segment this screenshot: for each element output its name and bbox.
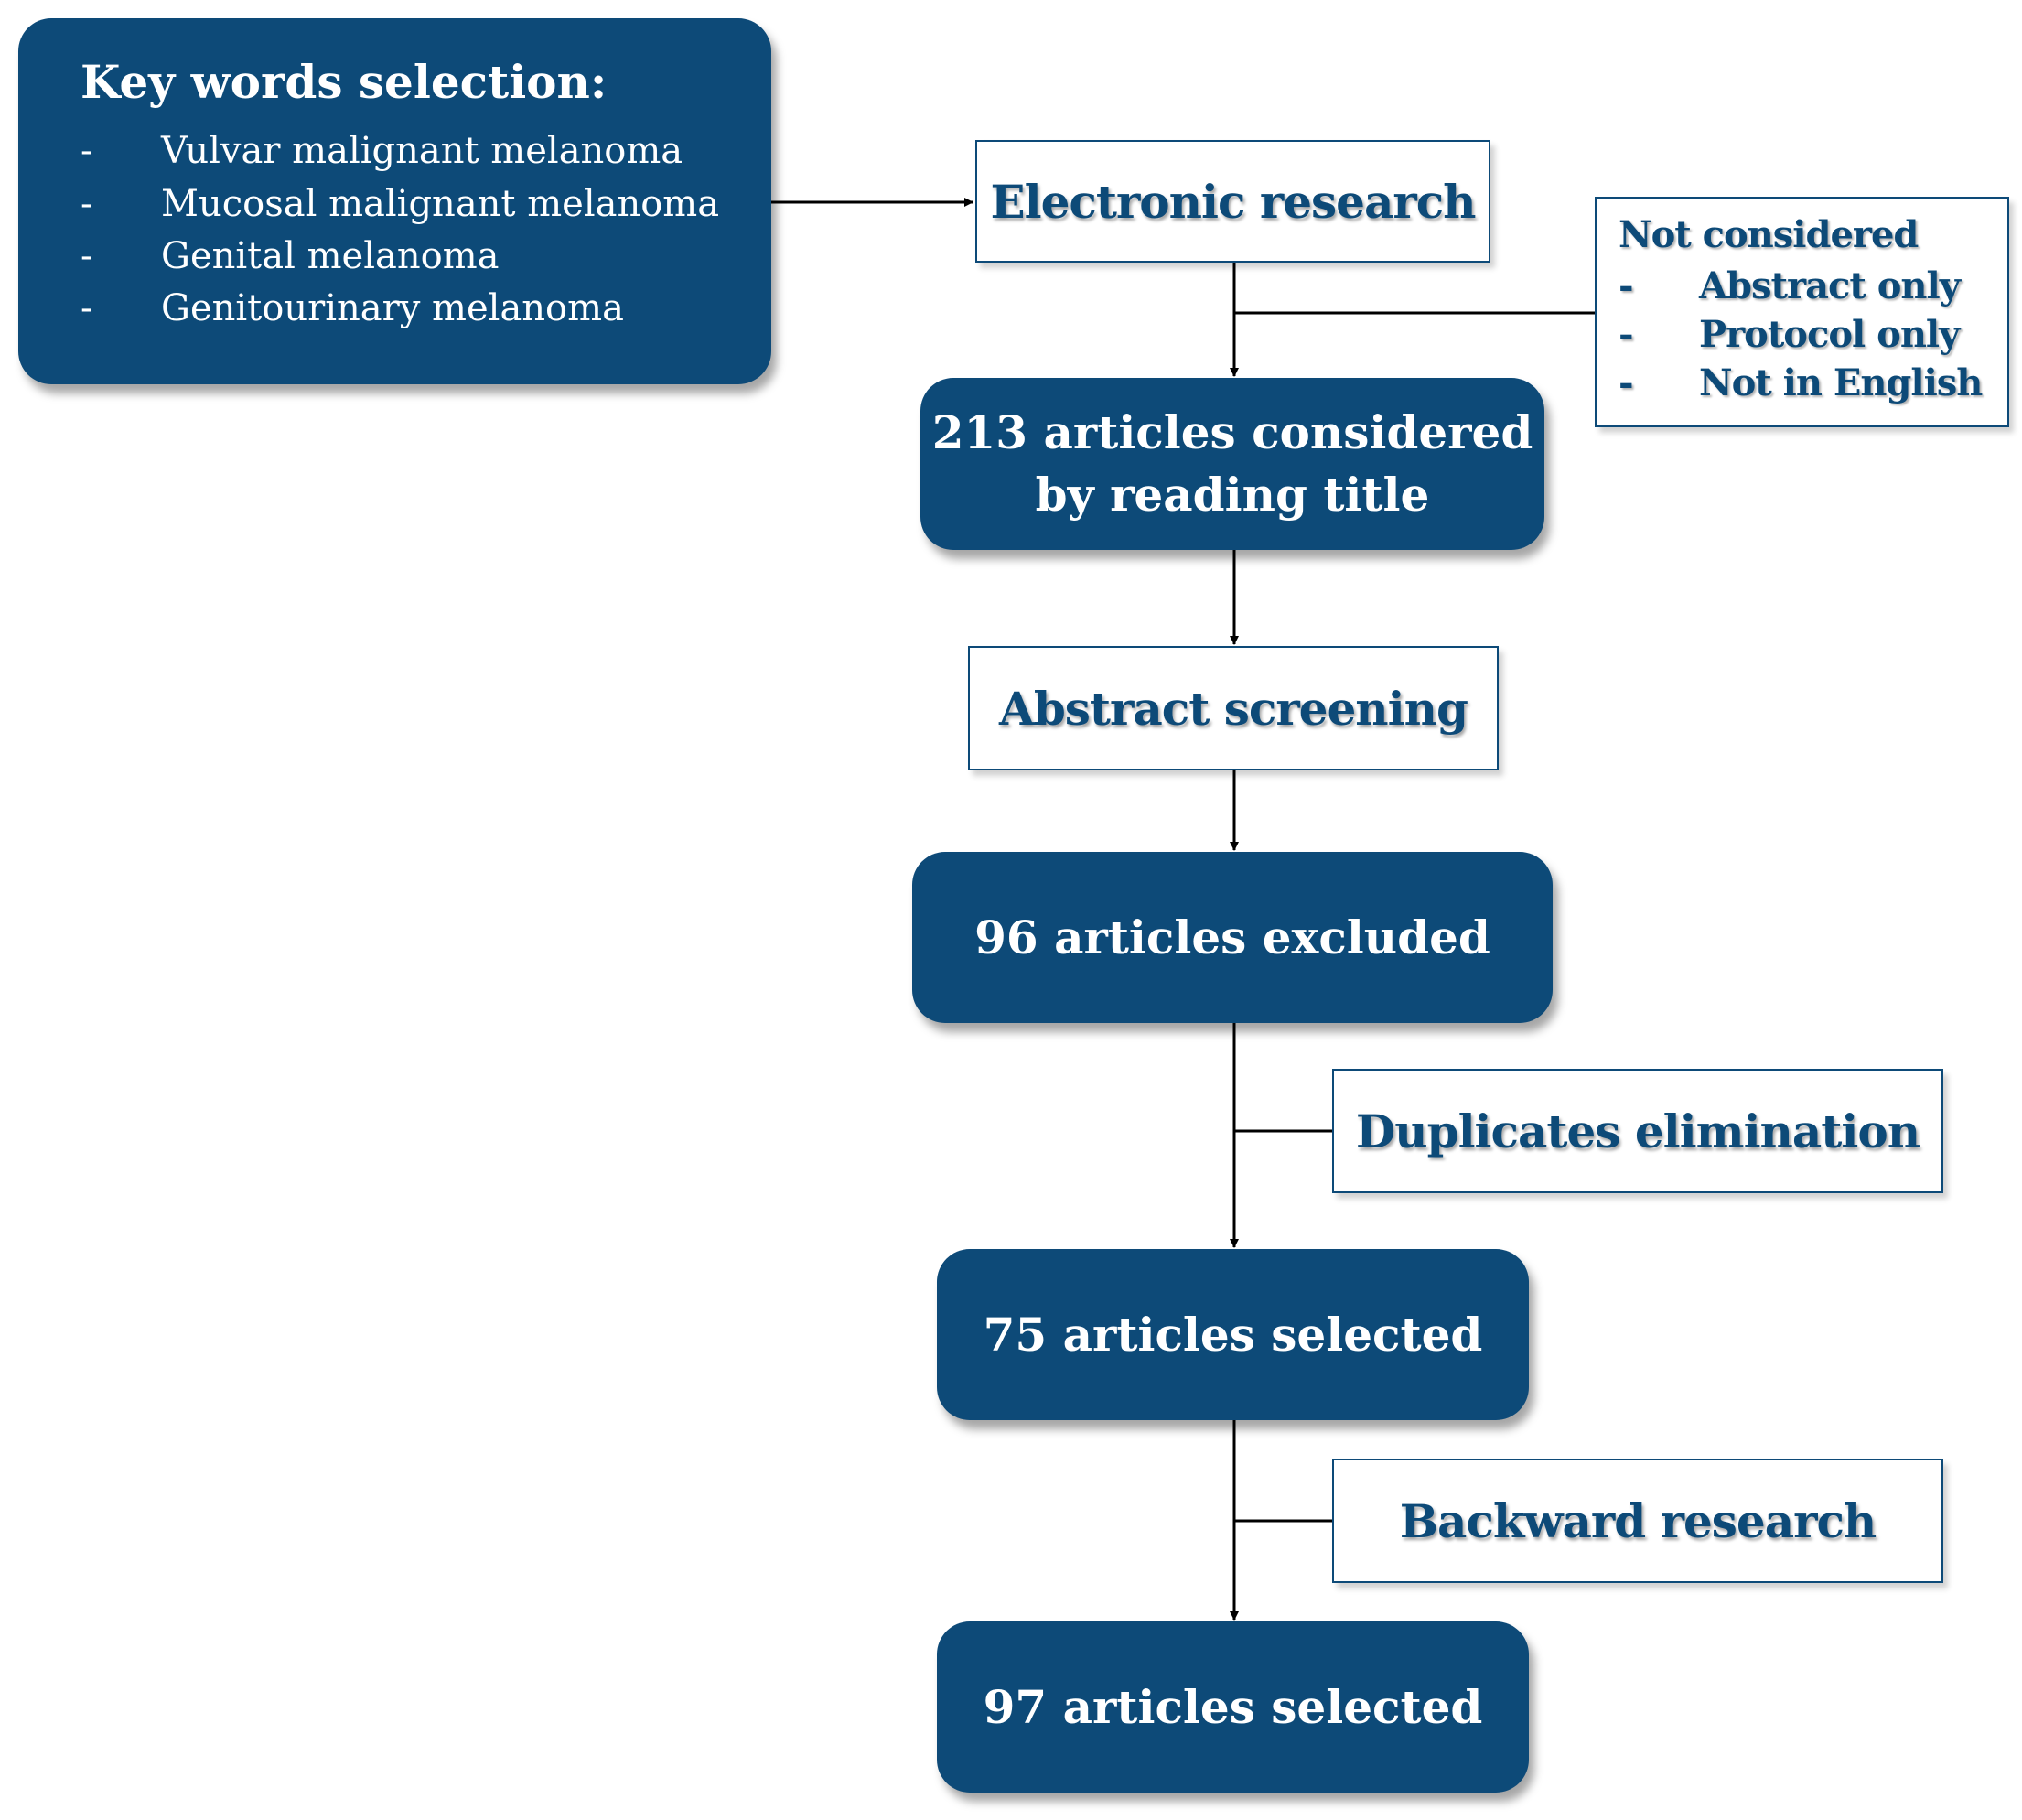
considered-box: 213 articles considered by reading title	[920, 378, 1544, 550]
not-considered-item: - Protocol only	[1619, 313, 1960, 356]
keyword-item: - Vulvar malignant melanoma	[81, 130, 683, 172]
selected-97-label: 97 articles selected	[983, 1680, 1483, 1734]
backward-research-box: Backward research	[1332, 1459, 1943, 1583]
keyword-text: Genitourinary melanoma	[161, 287, 624, 329]
keyword-item: - Genitourinary melanoma	[81, 287, 624, 329]
considered-line-1: 213 articles considered	[931, 405, 1533, 459]
backward-research-label: Backward research	[1399, 1493, 1877, 1548]
not-considered-text: Not in English	[1699, 361, 1983, 404]
not-considered-bullet: -	[1619, 313, 1634, 356]
duplicates-label: Duplicates elimination	[1355, 1104, 1920, 1158]
keyword-item: - Genital melanoma	[81, 235, 499, 277]
considered-line-2: by reading title	[1035, 468, 1430, 522]
keyword-text: Vulvar malignant melanoma	[161, 130, 683, 172]
keyword-text: Mucosal malignant melanoma	[161, 183, 720, 225]
not-considered-title: Not considered	[1619, 213, 1919, 256]
not-considered-item: - Not in English	[1619, 361, 1983, 404]
keyword-text: Genital melanoma	[161, 235, 500, 277]
keywords-title: Key words selection:	[81, 55, 608, 109]
not-considered-bullet: -	[1619, 361, 1634, 404]
keyword-bullet: -	[81, 235, 93, 277]
keyword-bullet: -	[81, 183, 93, 225]
duplicates-box: Duplicates elimination	[1332, 1069, 1943, 1193]
not-considered-text: Protocol only	[1699, 313, 1960, 356]
not-considered-item: - Abstract only	[1619, 264, 1961, 307]
excluded-label: 96 articles excluded	[974, 910, 1490, 964]
electronic-research-box: Electronic research	[975, 140, 1490, 263]
keywords-box: Key words selection: - Vulvar malignant m…	[18, 18, 771, 384]
not-considered-bullet: -	[1619, 264, 1634, 307]
selected-97-box: 97 articles selected	[937, 1621, 1529, 1793]
keyword-item: - Mucosal malignant melanoma	[81, 183, 719, 225]
keyword-bullet: -	[81, 287, 93, 329]
abstract-screening-label: Abstract screening	[999, 681, 1468, 736]
selected-75-label: 75 articles selected	[983, 1308, 1483, 1362]
not-considered-text: Abstract only	[1699, 264, 1961, 307]
excluded-box: 96 articles excluded	[912, 852, 1553, 1023]
abstract-screening-box: Abstract screening	[968, 646, 1499, 770]
keyword-bullet: -	[81, 130, 93, 172]
selected-75-box: 75 articles selected	[937, 1249, 1529, 1420]
electronic-research-label: Electronic research	[990, 174, 1477, 229]
not-considered-box: Not considered - Abstract only - Protocol …	[1595, 197, 2009, 427]
